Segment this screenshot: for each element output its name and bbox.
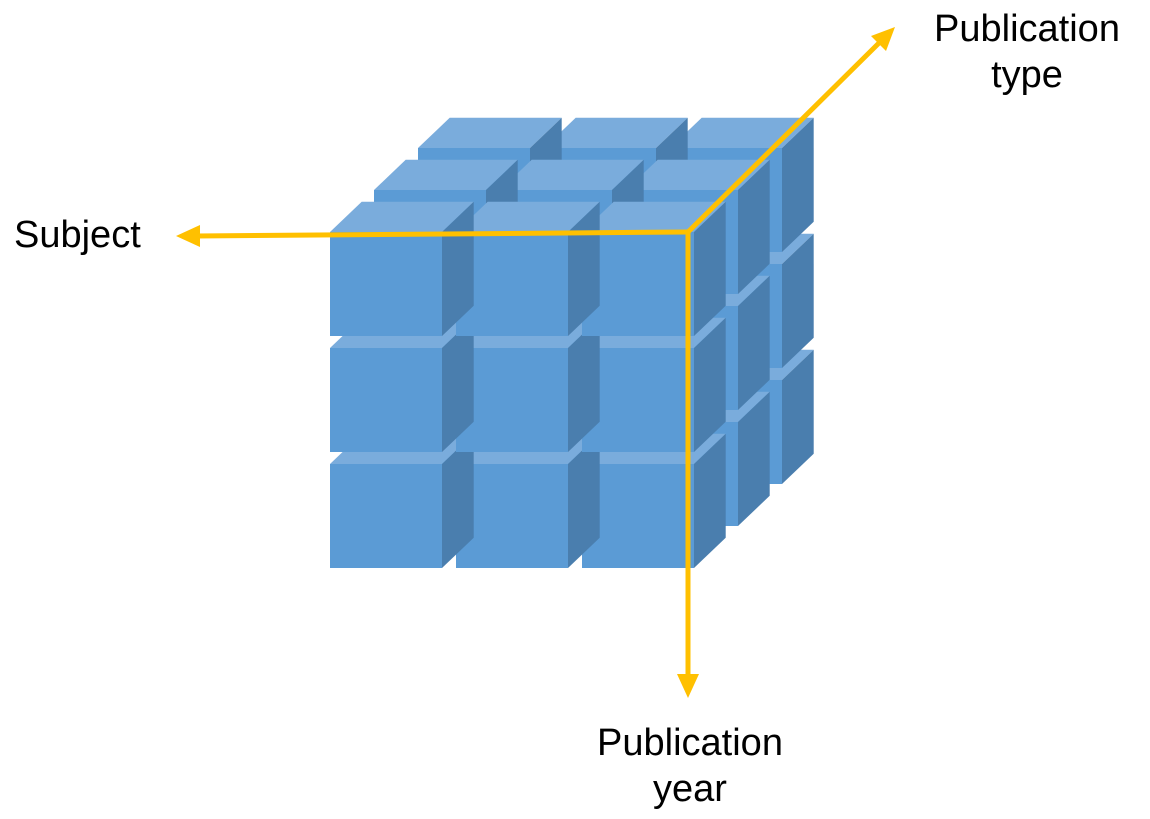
cube-block-side-face: [442, 433, 474, 568]
data-cube: [330, 117, 814, 568]
cube-block-side-face: [782, 233, 814, 368]
publication-year-arrowhead: [677, 674, 699, 698]
cube-block-front-face: [330, 464, 442, 568]
cube-block-top-face: [626, 159, 770, 190]
cube-block-top-face: [374, 159, 518, 190]
cube-block-top-face: [456, 201, 600, 232]
cube-block-side-face: [694, 201, 726, 336]
cube-block: [456, 433, 600, 568]
cube-block-top-face: [544, 117, 688, 148]
cube-block: [456, 317, 600, 452]
publication-year-axis-label: Publication year: [597, 722, 783, 810]
cube-block-side-face: [782, 117, 814, 252]
cube-block-side-face: [568, 433, 600, 568]
cube-block-side-face: [738, 275, 770, 410]
cube-block: [330, 201, 474, 336]
cube-block-front-face: [582, 464, 694, 568]
publication-type-arrowhead: [871, 27, 895, 51]
subject-axis-label: Subject: [14, 214, 141, 256]
cube-block-side-face: [782, 349, 814, 484]
cube-block: [582, 317, 726, 452]
cube-block-top-face: [418, 117, 562, 148]
cube-block-side-face: [694, 433, 726, 568]
cube-block-top-face: [330, 201, 474, 232]
cube-block-front-face: [456, 464, 568, 568]
cube-block-side-face: [738, 159, 770, 294]
cube-block: [582, 201, 726, 336]
cube-block-front-face: [330, 232, 442, 336]
cube-block: [582, 433, 726, 568]
publication-type-axis: [685, 39, 883, 235]
cube-block-front-face: [582, 348, 694, 452]
cube-block: [330, 433, 474, 568]
subject-arrowhead: [176, 225, 200, 247]
cube-block-side-face: [738, 391, 770, 526]
cube-block-top-face: [500, 159, 644, 190]
cube-block-side-face: [442, 317, 474, 452]
cube-block: [330, 317, 474, 452]
publication-type-axis-label: Publication type: [934, 8, 1120, 96]
cube-block-front-face: [456, 348, 568, 452]
cube-block-side-face: [694, 317, 726, 452]
cube-block-front-face: [330, 348, 442, 452]
subject-axis: [193, 229, 691, 239]
cube-block: [456, 201, 600, 336]
cube-block-front-face: [456, 232, 568, 336]
cube-block-side-face: [568, 317, 600, 452]
axes: [176, 27, 895, 698]
cube-block-front-face: [582, 232, 694, 336]
cube-block-top-face: [582, 201, 726, 232]
